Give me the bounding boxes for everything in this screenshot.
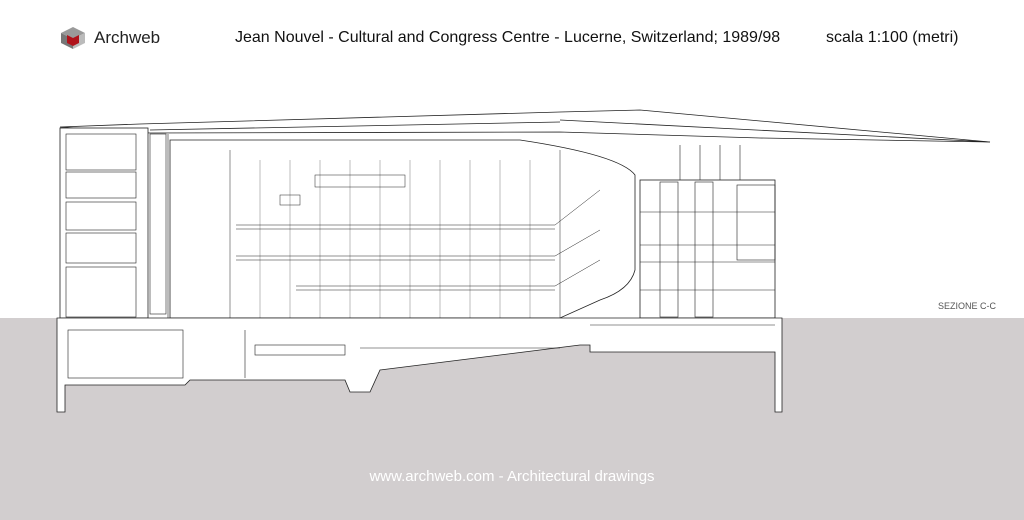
drawing-scale: scala 1:100 (metri) <box>826 29 959 46</box>
left-block <box>59 127 149 319</box>
right-tower <box>639 179 776 319</box>
brand-name: Archweb <box>94 28 161 47</box>
archweb-cube-icon <box>61 27 85 49</box>
archweb-logo[interactable]: Archweb <box>60 26 160 50</box>
section-label: SEZIONE C-C <box>938 301 997 311</box>
roof <box>59 109 991 143</box>
footer-text[interactable]: www.archweb.com - Architectural drawings <box>369 468 655 485</box>
drawing-title: Jean Nouvel - Cultural and Congress Cent… <box>235 29 781 46</box>
basement <box>56 317 783 413</box>
